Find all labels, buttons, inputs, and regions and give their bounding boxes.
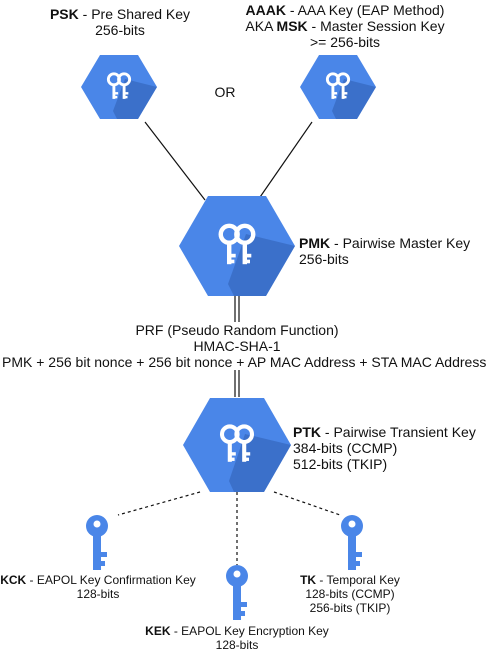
pmk-bits: 256-bits [299,251,349,267]
tk-key-icon [341,515,363,570]
ptk-abbr: PTK [293,424,321,440]
key-hierarchy-diagram [81,55,376,620]
connector-lines [144,121,313,397]
prf-line1: PRF (Pseudo Random Function) [133,322,341,338]
psk-name: - Pre Shared Key [78,6,191,22]
pmk-label: PMK - Pairwise Master Key 256-bits [299,235,470,267]
ptk-to-tk-line [273,491,341,516]
dashed-connectors [117,491,341,565]
ptk-bits-ccmp: 384-bits (CCMP) [293,440,398,456]
tk-bits-ccmp: 128-bits (CCMP) [305,587,395,601]
aaak-label: AAAK - AAA Key (EAP Method) AKA MSK - Ma… [240,2,450,50]
psk-label: PSK - Pre Shared Key 256-bits [40,6,200,38]
aaak-bits: >= 256-bits [309,34,381,50]
pmk-name: - Pairwise Master Key [330,235,471,251]
tk-abbr: TK [300,573,317,587]
ptk-label: PTK - Pairwise Transient Key 384-bits (C… [293,424,476,472]
psk-to-pmk-line [144,121,206,201]
kek-abbr: KEK [145,624,171,638]
pmk-abbr: PMK [299,235,331,251]
aaak-abbr: AAAK [245,2,286,18]
tk-bits-tkip: 256-bits (TKIP) [309,601,391,615]
prf-label: PRF (Pseudo Random Function) HMAC-SHA-1 … [0,322,488,370]
aaak-to-pmk-line [257,121,313,201]
kek-bits: 128-bits [215,638,259,652]
msk-name: - Master Session Key [307,18,445,34]
tk-label: TK - Temporal Key 128-bits (CCMP) 256-bi… [295,573,405,615]
msk-abbr: MSK [276,18,308,34]
or-label: OR [214,84,236,100]
ptk-name: - Pairwise Transient Key [321,424,476,440]
prf-line2: HMAC-SHA-1 [191,338,283,354]
kck-abbr: KCK [0,573,27,587]
ptk-bits-tkip: 512-bits (TKIP) [293,456,388,472]
kek-name: - EAPOL Key Encryption Key [170,624,329,638]
aaak-name: - AAA Key (EAP Method) [285,2,445,18]
kck-label: KCK - EAPOL Key Confirmation Key 128-bit… [0,573,196,601]
prf-line3: PMK + 256 bit nonce + 256 bit nonce + AP… [0,354,488,370]
aaak-hexagon-icon [300,55,376,119]
psk-hexagon-icon [81,55,157,119]
psk-bits: 256-bits [95,22,145,38]
aka-prefix: AKA [245,18,277,34]
kck-name: - EAPOL Key Confirmation Key [26,573,196,587]
kck-bits: 128-bits [76,587,120,601]
kek-key-icon [226,565,248,620]
psk-abbr: PSK [49,6,79,22]
ptk-hexagon-icon [183,398,291,492]
tk-name: - Temporal Key [316,573,400,587]
kck-key-icon [86,515,108,570]
kek-label: KEK - EAPOL Key Encryption Key 128-bits [117,624,357,652]
pmk-hexagon-icon [179,196,295,296]
ptk-to-kck-line [117,491,201,516]
